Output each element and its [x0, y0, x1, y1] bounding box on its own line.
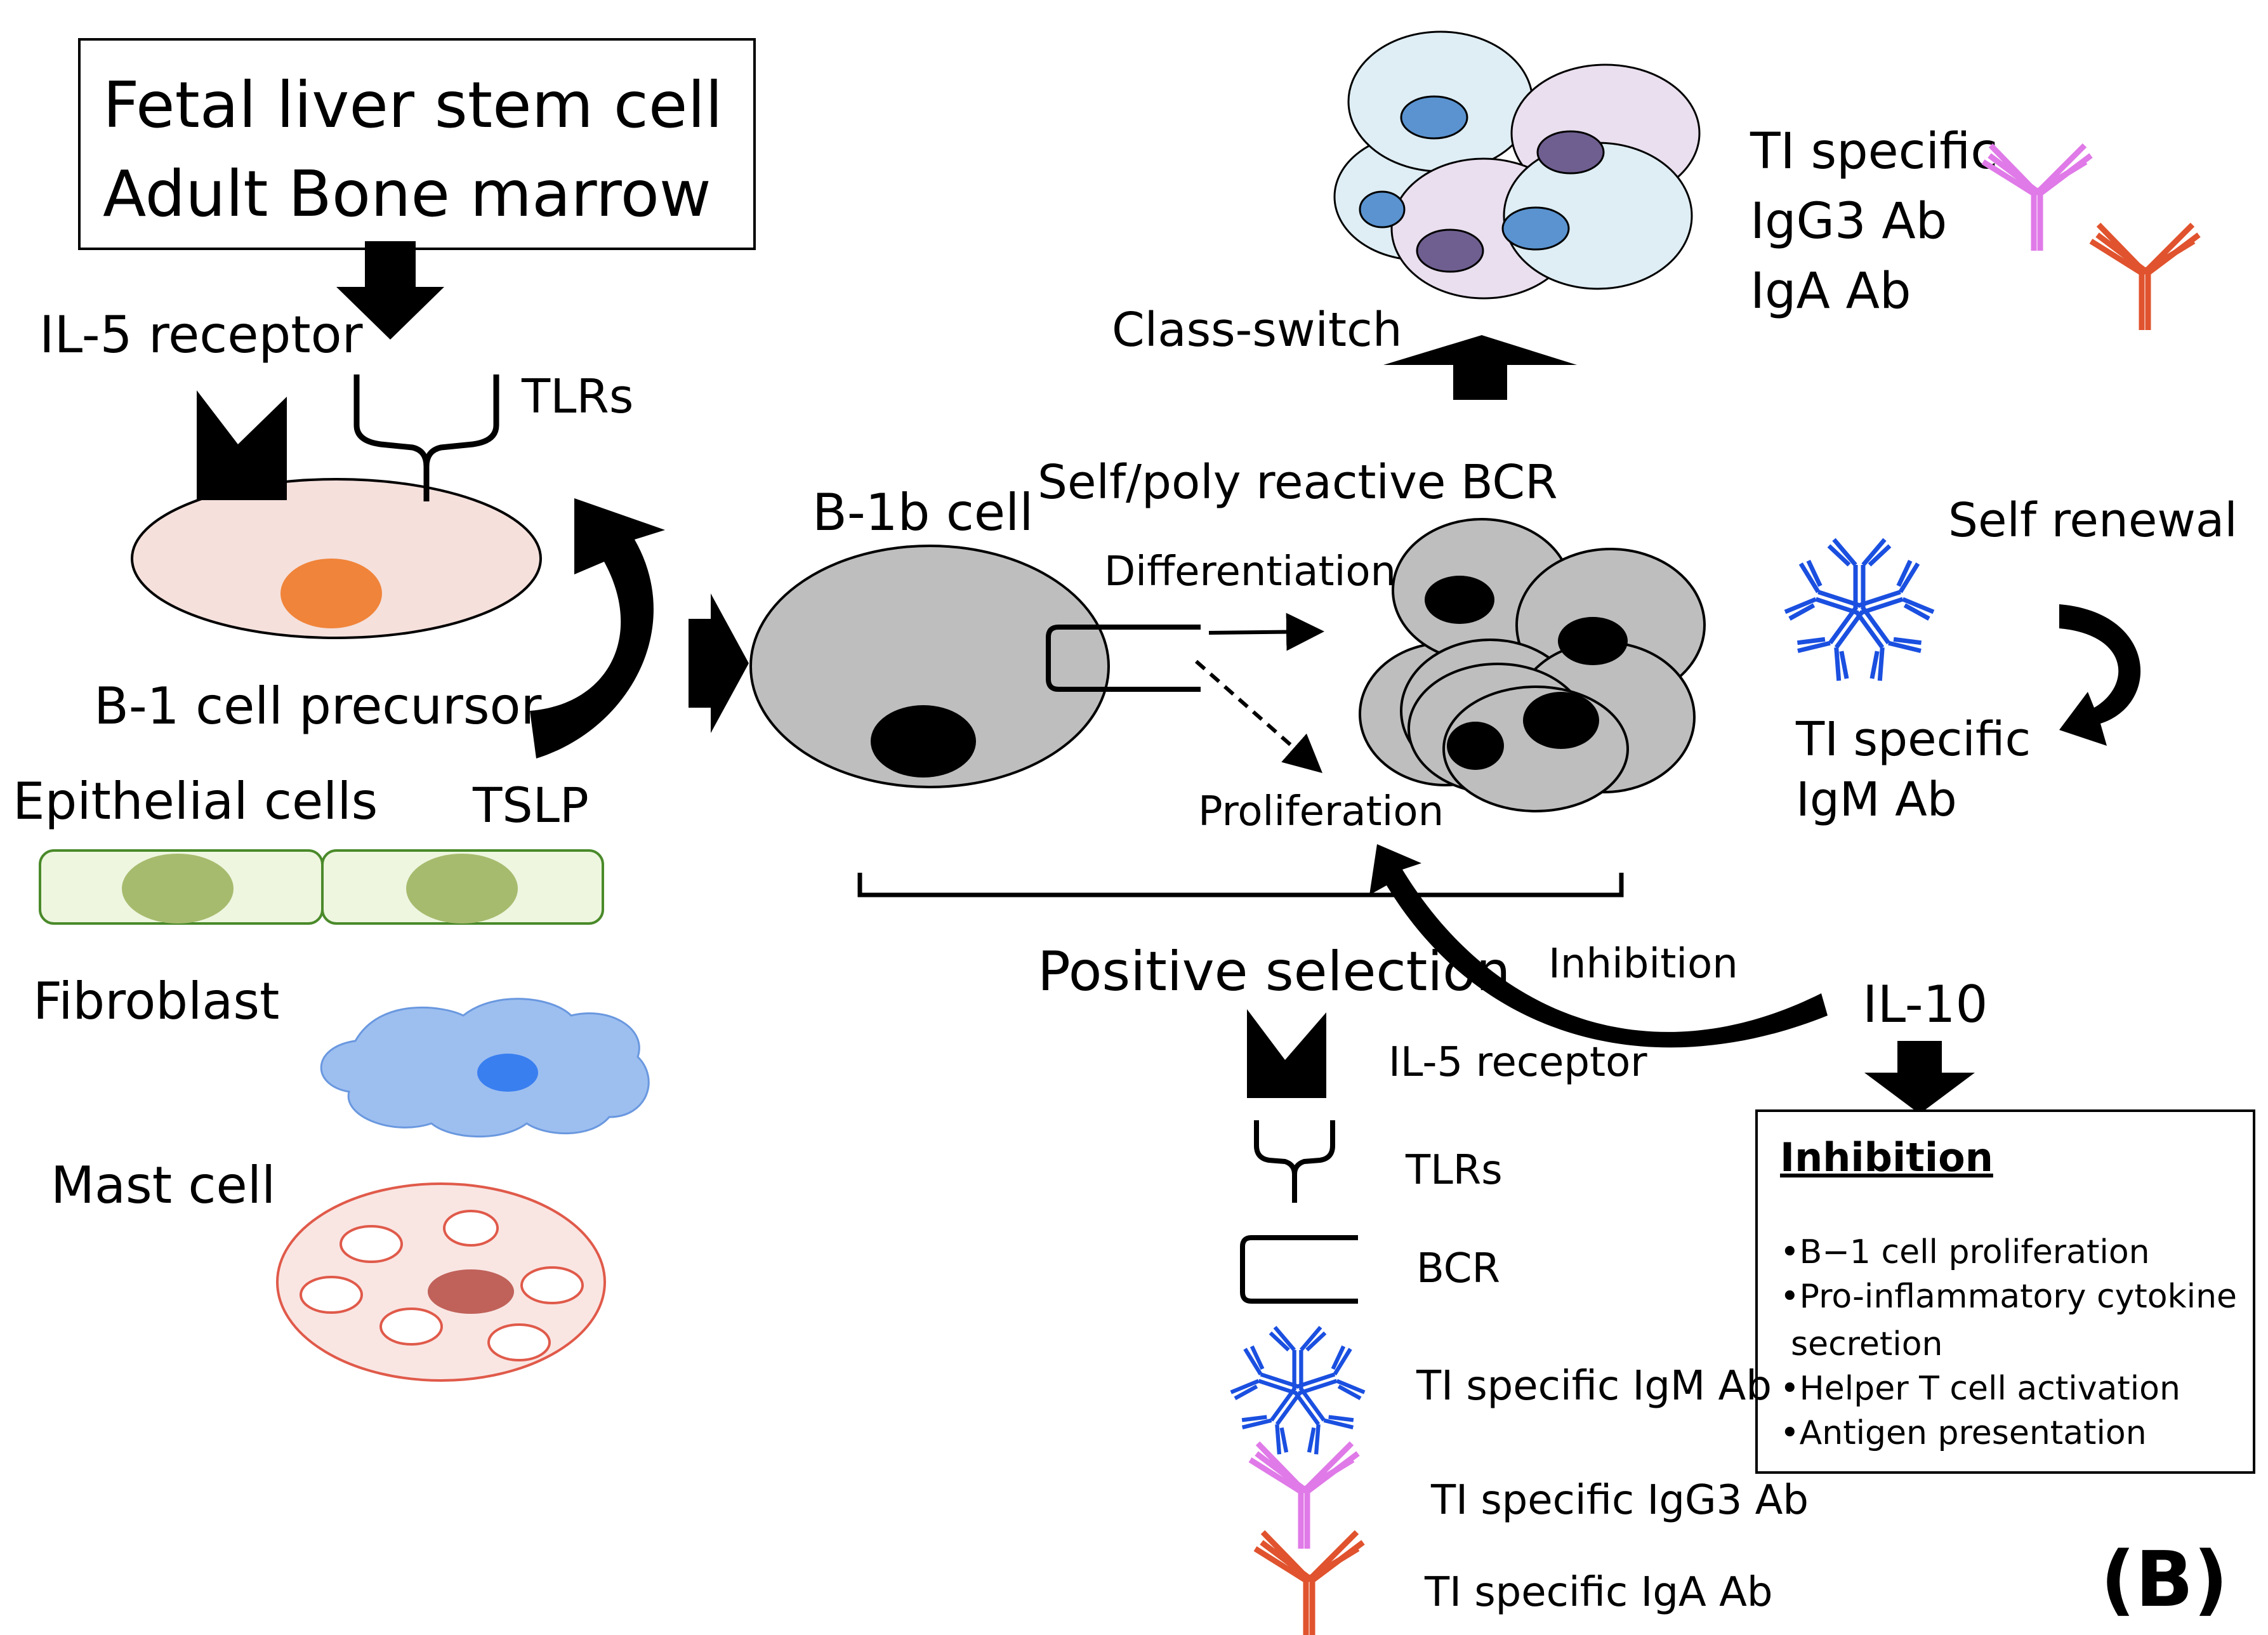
- igm-antibody-icon: [1784, 539, 1935, 684]
- legend-igm-label: TI specific IgM Ab: [1416, 1363, 1772, 1410]
- b1-precursor-label: B-1 cell precursor: [94, 677, 542, 736]
- epithelial-nucleus-1: [122, 854, 234, 923]
- inhibition-arrow-label: Inhibition: [1548, 941, 1738, 988]
- self-renewal-ab-line-2: IgM Ab: [1796, 772, 1957, 827]
- legend-iga-label: TI specific IgA Ab: [1424, 1569, 1773, 1616]
- source-down-arrow: [336, 241, 444, 340]
- inhibition-item-1: •B−1 cell proliferation: [1780, 1233, 2150, 1271]
- bcr-on-b1b-icon: [1046, 625, 1201, 692]
- differentiation-arrow: [1208, 612, 1324, 651]
- legend-tlrs-label: TLRs: [1405, 1147, 1503, 1194]
- tlrs-label: TLRs: [521, 369, 633, 424]
- proliferation-dashed-arrow: [1195, 659, 1322, 773]
- il5-receptor-icon: [197, 390, 287, 500]
- source-line-2: Adult Bone marrow: [103, 157, 711, 231]
- class-switch-ab-line-1: TI specific: [1750, 123, 1998, 180]
- inhibition-item-5: •Antigen presentation: [1780, 1414, 2147, 1452]
- inhibition-item-4: •Helper T cell activation: [1780, 1370, 2180, 1408]
- inhibition-item-2: •Pro-inflammatory cytokine: [1780, 1278, 2237, 1316]
- self-renewal-label: Self renewal: [1948, 493, 2238, 548]
- self-reactive-bcr-label: Self/poly reactive BCR: [1038, 455, 1558, 510]
- proliferating-b-cell-cluster: [1359, 518, 1706, 812]
- b1b-nucleus: [871, 705, 976, 778]
- source-box: Fetal liver stem cell Adult Bone marrow: [78, 38, 756, 250]
- il10-down-arrow: [1864, 1041, 1975, 1114]
- tslp-label: TSLP: [472, 777, 589, 833]
- differentiation-label: Differentiation: [1104, 548, 1396, 595]
- self-renewal-ab-line-1: TI specific: [1795, 712, 2031, 767]
- legend: IL-5 receptor TLRs BCR TI specific IgM A…: [1229, 1009, 1809, 1635]
- precursor-to-b1b-arrow: [689, 593, 749, 733]
- legend-il5-label: IL-5 receptor: [1388, 1039, 1647, 1086]
- class-switch-ab-line-2: IgG3 Ab: [1750, 193, 1947, 250]
- b1b-cell: [749, 545, 1110, 788]
- legend-bcr-label: BCR: [1416, 1245, 1500, 1292]
- igg3-antibody-icon: [1983, 145, 2091, 251]
- self-renewal-arrow: [2059, 604, 2141, 746]
- legend-il5-receptor-icon: [1247, 1009, 1326, 1098]
- iga-antibody-icon: [2091, 225, 2199, 330]
- legend-bcr-icon: [1240, 1235, 1358, 1304]
- mast-cell-label: Mast cell: [51, 1156, 275, 1215]
- il10-label: IL-10: [1863, 975, 1988, 1034]
- fibroblast-label: Fibroblast: [33, 972, 279, 1031]
- inhibition-item-3: secretion: [1791, 1325, 1943, 1363]
- b1b-cell-label: B-1b cell: [812, 483, 1034, 542]
- self-renewal-curved-arrow: [530, 498, 665, 758]
- positive-selection-label: Positive selection: [1038, 940, 1510, 1003]
- epithelial-nucleus-2: [406, 854, 518, 923]
- class-switch-label: Class-switch: [1112, 303, 1402, 357]
- il10-inhibition-arrow: [1369, 844, 1828, 1048]
- fibroblast-nucleus: [477, 1054, 538, 1092]
- class-switch-up-arrow: [1383, 335, 1577, 400]
- positive-selection-bracket: [857, 873, 1624, 897]
- proliferation-label: Proliferation: [1198, 788, 1444, 835]
- mast-granules: [300, 1210, 584, 1361]
- b1-precursor-cell: [131, 478, 542, 639]
- inhibition-box: Inhibition •B−1 cell proliferation •Pro-…: [1755, 1109, 2255, 1474]
- class-switch-ab-line-3: IgA Ab: [1750, 263, 1911, 320]
- legend-tlr-icon: [1254, 1120, 1335, 1203]
- tlr-icon: [353, 374, 499, 501]
- epithelial-cells-label: Epithelial cells: [13, 772, 378, 831]
- mast-nucleus: [428, 1269, 514, 1314]
- inhibition-box-title: Inhibition: [1780, 1134, 1993, 1181]
- source-line-1: Fetal liver stem cell: [103, 68, 723, 142]
- legend-igm-icon: [1229, 1327, 1366, 1457]
- legend-igg3-label: TI specific IgG3 Ab: [1430, 1477, 1809, 1524]
- panel-label: (B): [2100, 1536, 2228, 1624]
- precursor-nucleus: [280, 559, 382, 628]
- class-switched-cell-cluster: [1333, 30, 1701, 300]
- il5-receptor-label: IL-5 receptor: [39, 305, 363, 364]
